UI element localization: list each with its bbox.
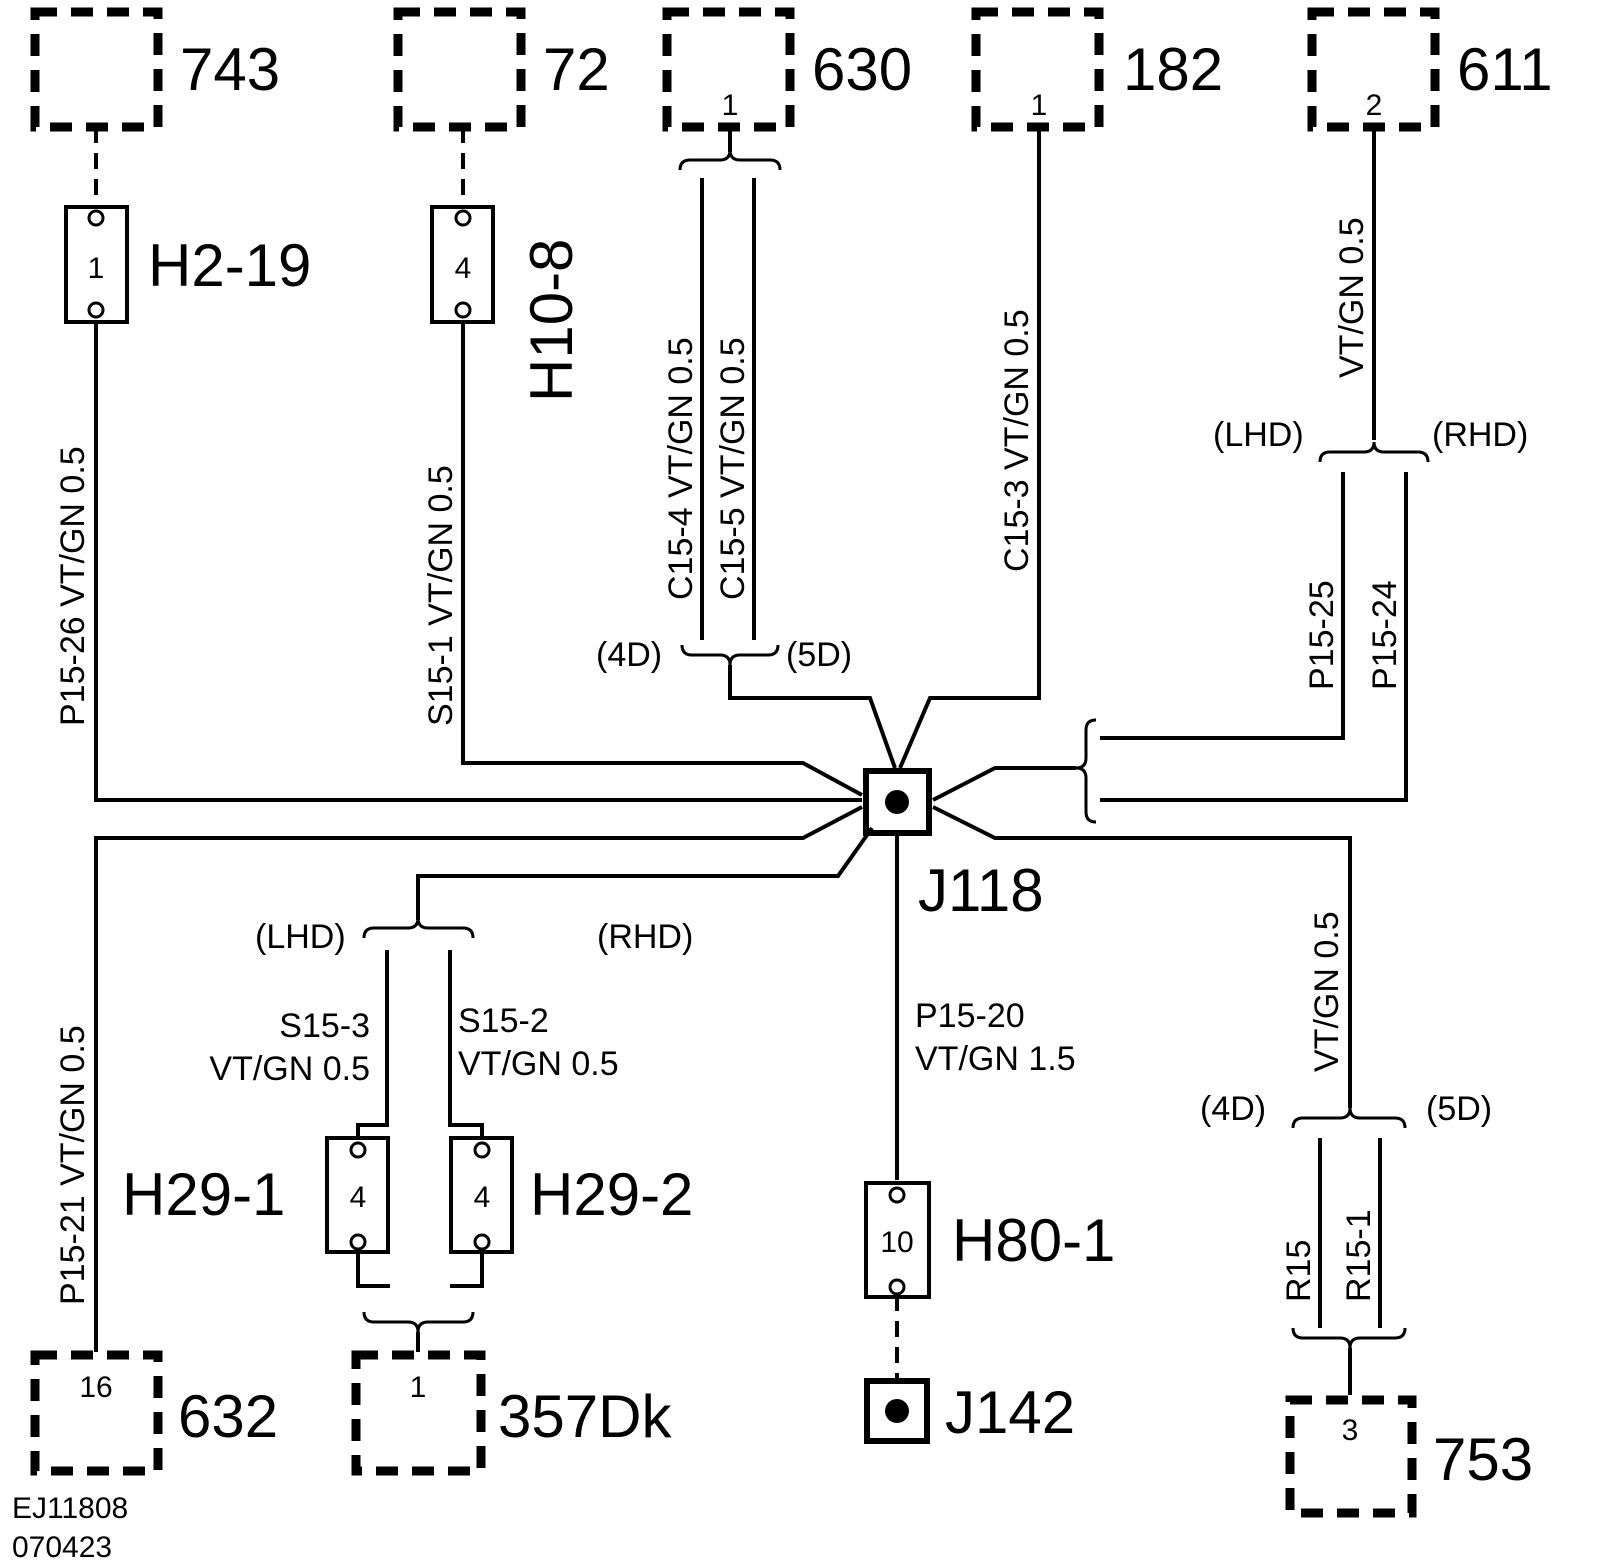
connector-h29-2-label: H29-2 [530,1161,693,1228]
module-753: 3 753 [1285,1395,1533,1518]
module-632: 16 632 [30,1350,278,1476]
wire-611-group: VT/GN 0.5 (LHD) (RHD) P15-25 P15-24 [932,127,1528,824]
connector-h80-1-label: H80-1 [952,1207,1115,1274]
connector-h80-1-pin: 10 [880,1226,913,1259]
module-357dk-pin: 1 [410,1371,427,1404]
connector-h29-2-pin: 4 [474,1181,491,1214]
module-357dk: 1 357Dk [351,1350,672,1476]
connector-h29-1-label: H29-1 [122,1161,285,1228]
wire-s15-3-spec: VT/GN 0.5 [209,1050,370,1088]
variant-4d-right: (4D) [1200,1090,1266,1128]
wire-p15-20: P15-20 VT/GN 1.5 [895,833,1076,1380]
splice-j118: J118 [863,768,1044,924]
diagram-code: EJ11808 [12,1492,128,1525]
module-743: 743 [30,7,280,132]
module-357dk-label: 357Dk [498,1383,672,1450]
wire-630-group: C15-4 VT/GN 0.5 C15-5 VT/GN 0.5 (4D) (5D… [596,127,897,769]
connector-h2-19: 1 H2-19 [64,205,311,324]
splice-j142: J142 [864,1378,1075,1446]
connector-h2-19-label: H2-19 [148,232,311,299]
wire-p15-21-label: P15-21 VT/GN 0.5 [54,1025,92,1305]
wire-p15-24-label: P15-24 [1366,580,1404,690]
wire-p15-25-label: P15-25 [1303,580,1341,690]
wire-c15-3-label: C15-3 VT/GN 0.5 [998,309,1036,572]
variant-rhd-top: (RHD) [1432,416,1528,454]
wire-s15-1-label: S15-1 VT/GN 0.5 [422,465,460,726]
module-182-pin: 1 [1031,89,1048,122]
splice-j142-label: J142 [945,1379,1075,1446]
module-630-label: 630 [812,36,912,103]
variant-5d-right: (5D) [1426,1090,1492,1128]
connector-h10-8: 4 H10-8 [430,205,585,402]
wire-r15-label: R15 [1280,1240,1318,1302]
wire-s15-2-id: S15-2 [458,1002,549,1040]
wire-p15-20-id: P15-20 [915,997,1025,1035]
splice-j118-label: J118 [918,857,1044,924]
wire-s15-2-spec: VT/GN 0.5 [458,1045,619,1083]
module-611: 2 611 [1307,7,1553,132]
diagram-date: 070423 [12,1531,112,1564]
connector-h29-1: 4 H29-1 [122,1136,390,1254]
module-632-pin: 16 [79,1371,112,1404]
module-182-label: 182 [1123,36,1223,103]
wire-p15-20-spec: VT/GN 1.5 [915,1040,1076,1078]
wire-h29-group: (LHD) (RHD) S15-3 VT/GN 0.5 S15-2 VT/GN … [209,826,874,1352]
connector-h29-2: 4 H29-2 [449,1136,693,1254]
module-611-label: 611 [1457,36,1553,103]
connector-h2-19-pin: 1 [88,252,105,285]
connector-h10-8-label: H10-8 [518,239,585,402]
module-630-pin: 1 [722,89,739,122]
module-743-label: 743 [180,36,280,103]
module-632-label: 632 [178,1383,278,1450]
connector-h29-1-pin: 4 [350,1181,367,1214]
wire-p15-26-label: P15-26 VT/GN 0.5 [54,446,92,726]
wire-611-label: VT/GN 0.5 [1333,217,1371,378]
wire-s15-1: S15-1 VT/GN 0.5 [422,127,863,797]
module-611-pin: 2 [1366,89,1383,122]
module-630: 1 630 [662,7,912,132]
variant-4d-top: (4D) [596,636,662,674]
module-72-label: 72 [543,36,610,103]
connector-h10-8-pin: 4 [455,252,472,285]
wire-c15-5-label: C15-5 VT/GN 0.5 [714,337,752,600]
wire-r15-1-label: R15-1 [1340,1209,1378,1302]
variant-5d-top: (5D) [786,636,852,674]
diagram-footer: EJ11808 070423 [12,1492,128,1564]
wire-c15-4-label: C15-4 VT/GN 0.5 [662,337,700,600]
wire-753-group: VT/GN 0.5 (4D) (5D) R15 R15-1 [932,805,1492,1395]
variant-lhd-bottom: (LHD) [255,918,346,956]
wire-c15-3: C15-3 VT/GN 0.5 [898,127,1041,769]
module-753-pin: 3 [1342,1414,1359,1447]
module-72: 72 [393,7,610,132]
wire-p15-26: P15-26 VT/GN 0.5 [54,127,862,802]
module-753-label: 753 [1433,1426,1533,1493]
wire-s15-3-id: S15-3 [279,1007,370,1045]
variant-rhd-bottom: (RHD) [597,918,693,956]
wire-753-label: VT/GN 0.5 [1308,911,1346,1072]
wire-p15-21: P15-21 VT/GN 0.5 [54,805,863,1352]
variant-lhd-top: (LHD) [1213,416,1304,454]
connector-h80-1: 10 H80-1 [864,1181,1115,1299]
module-182: 1 182 [971,7,1223,132]
